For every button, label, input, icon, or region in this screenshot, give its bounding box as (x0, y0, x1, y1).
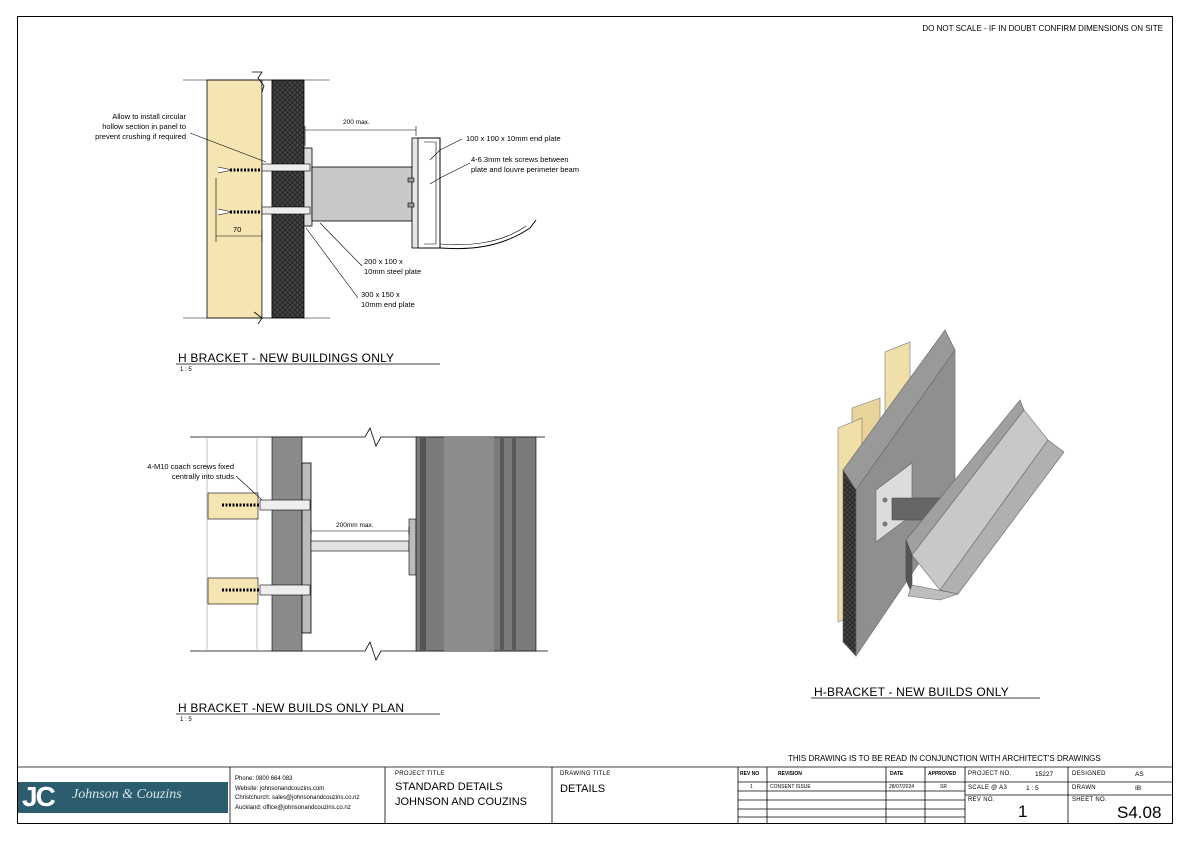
detail3-title: H-BRACKET - NEW BUILDS ONLY (814, 685, 1009, 699)
rev-no: 1 (1018, 802, 1028, 821)
note-steel-plate: 200 x 100 x 10mm steel plate (364, 257, 422, 276)
company-logo-name: Johnson & Couzins (72, 787, 182, 802)
sheet-frame (17, 16, 1173, 824)
drawn: IB (1135, 785, 1142, 792)
title-block-lines (17, 766, 1173, 824)
detail1-scale: 1 : 5 (180, 367, 192, 373)
drawing-title: DETAILS (560, 783, 606, 795)
designed-label: DESIGNED (1072, 771, 1106, 777)
wall-panel (271, 436, 303, 652)
note-end-plate-large: 300 x 150 x 10mm end plate (361, 290, 415, 309)
dim-70: 70 (233, 225, 242, 234)
designed: AS (1135, 771, 1144, 778)
rev-row-date: 28/07/2024 (889, 784, 915, 790)
scale-label: SCALE @ A3 (968, 785, 1008, 791)
project-no: 15227 (1035, 771, 1054, 778)
detail2-title: H BRACKET -NEW BUILDS ONLY PLAN (178, 701, 405, 715)
contact-details: Phone: 0800 664 083 Website: johnsonandc… (235, 776, 360, 811)
note-hollow-section: Allow to install circular hollow section… (95, 112, 186, 141)
rev-header-revision: REVISION (778, 771, 802, 777)
detail1-title: H BRACKET - NEW BUILDINGS ONLY (178, 351, 395, 365)
note-tek-screws: 4-6.3mm tek screws between plate and lou… (471, 155, 579, 174)
rev-row-no: 1 (750, 784, 753, 790)
sheet-no: S4.08 (1117, 803, 1162, 822)
steel-plate (311, 166, 413, 222)
conjunction-note: THIS DRAWING IS TO BE READ IN CONJUNCTIO… (788, 754, 1101, 763)
insulation-panel (271, 79, 305, 319)
drawn-label: DRAWN (1072, 785, 1096, 791)
sheet-no-label: SHEET NO. (1072, 797, 1107, 803)
company-logo-initials: JC (22, 781, 56, 812)
dim-200mm-max: 200mm max. (336, 522, 374, 529)
rev-row-revision: CONSENT ISSUE (770, 784, 811, 790)
project-title-line1: STANDARD DETAILS (395, 781, 503, 793)
drawing-title-label: DRAWING TITLE (560, 771, 611, 777)
project-title-label: PROJECT TITLE (395, 771, 445, 777)
note-coach-screws: 4-M10 coach screws fixed centrally into … (147, 462, 234, 481)
rev-row-approved: SR (940, 784, 947, 790)
rev-header-no: REV NO (740, 771, 760, 777)
detail1-section (183, 71, 537, 325)
project-title-line2: JOHNSON AND COUZINS (395, 796, 528, 808)
project-no-label: PROJECT NO. (968, 771, 1012, 777)
detail2-plan (190, 427, 548, 661)
header-note: DO NOT SCALE - IF IN DOUBT CONFIRM DIMEN… (922, 24, 1163, 33)
rev-header-approved: APPROVED (928, 771, 957, 777)
scale-value: 1 : 5 (1026, 785, 1039, 792)
note-end-plate-small: 100 x 100 x 10mm end plate (466, 134, 561, 143)
timber-stud (206, 79, 263, 319)
detail3-isometric (837, 329, 1065, 657)
rev-no-label: REV NO. (968, 797, 995, 803)
rev-header-date: DATE (890, 771, 904, 777)
dim-200-max: 200 max. (343, 119, 370, 126)
logo-background (18, 782, 228, 813)
detail2-scale: 1 : 5 (180, 717, 192, 723)
